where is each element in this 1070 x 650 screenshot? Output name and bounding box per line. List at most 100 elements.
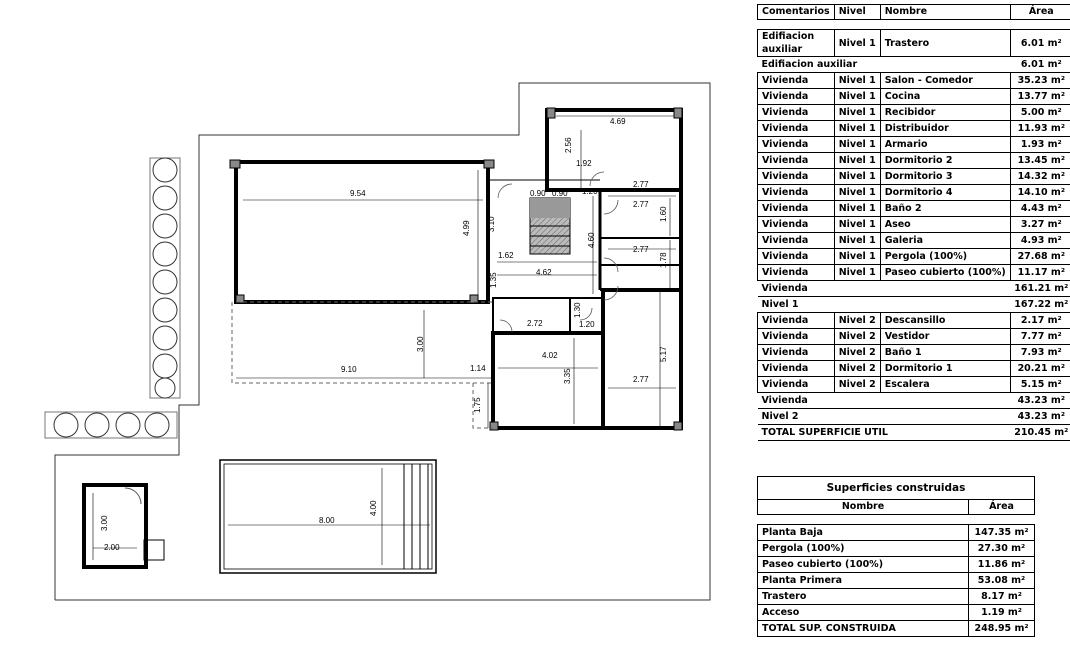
cell: Nivel 1 bbox=[833, 184, 881, 201]
cell: Trastero bbox=[879, 29, 1011, 57]
dim-label: 2.77 bbox=[633, 180, 649, 189]
swimming-pool bbox=[219, 459, 437, 574]
cell: 4.93 m² bbox=[1009, 232, 1070, 249]
cell: Vivienda bbox=[757, 120, 835, 137]
dim-label: 4.69 bbox=[610, 117, 626, 126]
dim-label: 4.62 bbox=[536, 268, 552, 277]
cell: Pergola (100%) bbox=[756, 540, 970, 557]
col-header: Área bbox=[1009, 4, 1070, 20]
cell: Vivienda bbox=[757, 360, 835, 377]
staircase bbox=[529, 197, 571, 255]
cell: Nivel 1 bbox=[833, 152, 881, 169]
dim-label: 9.10 bbox=[341, 365, 357, 374]
cell: 2.17 m² bbox=[1009, 312, 1070, 329]
cell: Nivel 1 bbox=[833, 120, 881, 137]
cell: Nivel 1 bbox=[833, 104, 881, 121]
cell: Aseo bbox=[879, 216, 1011, 233]
col-header: Comentarios bbox=[757, 4, 835, 20]
cell: Planta Primera bbox=[756, 572, 970, 589]
cell: Nivel 2 bbox=[833, 360, 881, 377]
pergola-outline bbox=[231, 301, 493, 429]
dim-label: 1.14 bbox=[470, 364, 486, 373]
cell: Nivel 1 bbox=[833, 168, 881, 185]
cell: Vivienda bbox=[757, 312, 835, 329]
col-header: Nombre bbox=[879, 4, 1011, 20]
cell: Vivienda bbox=[757, 248, 835, 265]
cell: TOTAL SUPERFICIE UTIL bbox=[757, 424, 1011, 441]
dim-label: 1.60 bbox=[659, 206, 668, 222]
cell: 35.23 m² bbox=[1009, 72, 1070, 89]
col-header: Área bbox=[968, 499, 1035, 515]
cell: 53.08 m² bbox=[968, 572, 1035, 589]
table-row: Edifiacion auxiliar Nivel 1 Trastero 6.0… bbox=[757, 29, 1070, 57]
dim-label: 1.75 bbox=[473, 397, 482, 413]
hedge-horizontal bbox=[44, 411, 178, 439]
cell: Nivel 1 bbox=[833, 232, 881, 249]
cell: Nivel 1 bbox=[833, 88, 881, 105]
cell: Nivel 1 bbox=[833, 29, 881, 57]
cell: Nivel 2 bbox=[757, 408, 1011, 425]
cell: Galeria bbox=[879, 232, 1011, 249]
cell: Vivienda bbox=[757, 184, 835, 201]
subtotal-row: Vivienda 43.23 m² bbox=[757, 392, 1070, 409]
cell: Nivel 1 bbox=[757, 296, 1011, 313]
useful-area-table: Comentarios Nivel Nombre Área Edifiacion… bbox=[757, 4, 1070, 441]
dim-label: 2.00 bbox=[104, 543, 120, 552]
cell: Nivel 2 bbox=[833, 312, 881, 329]
cell: Trastero bbox=[756, 588, 970, 605]
dim-label: 2.77 bbox=[633, 200, 649, 209]
cell: Pergola (100%) bbox=[879, 248, 1011, 265]
cell: 7.77 m² bbox=[1009, 328, 1070, 345]
cell: 14.10 m² bbox=[1009, 184, 1070, 201]
house-walls bbox=[229, 107, 683, 431]
floor-plan: 4.69 2.56 1.92 0.90 0.90 1.20 2.77 2.77 … bbox=[44, 82, 711, 601]
cell: Dormitorio 2 bbox=[879, 152, 1011, 169]
dim-label: 1.20 bbox=[579, 320, 595, 329]
table-title: Superficies construidas bbox=[757, 476, 1035, 500]
cell: Nivel 1 bbox=[833, 216, 881, 233]
dim-label: 3.00 bbox=[416, 336, 425, 352]
cell: 3.27 m² bbox=[1009, 216, 1070, 233]
door-swings bbox=[497, 171, 619, 333]
cell: Descansillo bbox=[879, 312, 1011, 329]
cell: 1.19 m² bbox=[968, 604, 1035, 621]
cell: Recibidor bbox=[879, 104, 1011, 121]
cell: Distribuidor bbox=[879, 120, 1011, 137]
cell: 248.95 m² bbox=[968, 620, 1035, 637]
dim-label: 1.30 bbox=[573, 302, 582, 318]
cell: 43.23 m² bbox=[1010, 408, 1070, 425]
cell: Vivienda bbox=[757, 328, 835, 345]
cell: 6.01 m² bbox=[1009, 29, 1070, 57]
table-header-row: Nombre Área bbox=[756, 499, 1035, 515]
cell: 1.93 m² bbox=[1009, 136, 1070, 153]
cell: 20.21 m² bbox=[1009, 360, 1070, 377]
storage-room bbox=[82, 483, 165, 569]
built-area-table: Superficies construidas Nombre Área Plan… bbox=[756, 476, 1035, 637]
table-row: Paseo cubierto (100%)11.86 m² bbox=[756, 556, 1035, 573]
cell: 6.01 m² bbox=[1010, 56, 1070, 73]
subtotal-row: Nivel 2 43.23 m² bbox=[757, 408, 1070, 425]
cell: Vivienda bbox=[757, 376, 835, 393]
cell: TOTAL SUP. CONSTRUIDA bbox=[756, 620, 970, 637]
cell: Nivel 2 bbox=[833, 376, 881, 393]
cell: Baño 1 bbox=[879, 344, 1011, 361]
dim-label: 0.90 bbox=[552, 189, 568, 198]
cell: Edifiacion auxiliar bbox=[757, 29, 835, 57]
dim-label: 1.35 bbox=[489, 272, 498, 288]
subtotal-row: Nivel 1 167.22 m² bbox=[757, 296, 1070, 313]
cell: Salon - Comedor bbox=[879, 72, 1011, 89]
cell: 4.43 m² bbox=[1009, 200, 1070, 217]
cell: 147.35 m² bbox=[968, 524, 1035, 541]
plot-boundary bbox=[54, 82, 711, 601]
